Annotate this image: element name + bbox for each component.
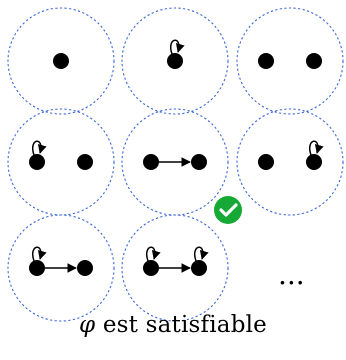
graph-cell [7, 108, 115, 216]
self-loop-1 [308, 140, 324, 156]
self-loop-0 [169, 39, 185, 55]
caption: φ est satisfiable [0, 312, 346, 338]
caption-symbol: φ [79, 312, 96, 338]
self-loop-0 [145, 246, 161, 262]
graph-cell [236, 108, 344, 216]
graph-cell [236, 7, 344, 115]
graph-cell [121, 7, 229, 115]
cell-boundary [236, 7, 344, 115]
graph-cell [7, 7, 115, 115]
graph-node-1 [306, 53, 322, 69]
cell-boundary [121, 7, 229, 115]
graph-cell [7, 214, 115, 322]
ellipsis: ... [278, 258, 305, 291]
graph-node-1 [191, 154, 207, 170]
graph-node-0 [143, 260, 159, 276]
check-mark-glyph [219, 203, 238, 217]
graph-node-0 [29, 154, 45, 170]
graph-cell [121, 108, 242, 224]
self-loop-0 [31, 140, 47, 156]
graph-cell [121, 214, 229, 322]
graph-node-1 [77, 260, 93, 276]
cell-boundary [236, 108, 344, 216]
self-loop-0 [31, 246, 47, 262]
graph-node-1 [77, 154, 93, 170]
cell-boundary [121, 214, 229, 322]
graph-node-1 [191, 260, 207, 276]
graph-node-0 [258, 154, 274, 170]
cell-boundary [7, 108, 115, 216]
caption-text: est satisfiable [102, 312, 267, 338]
check-circle-icon [214, 196, 242, 224]
graph-node-0 [167, 53, 183, 69]
cell-boundary [7, 7, 115, 115]
self-loop-1 [193, 246, 209, 262]
graph-node-0 [53, 53, 69, 69]
graph-node-0 [143, 154, 159, 170]
graph-node-0 [258, 53, 274, 69]
graph-node-0 [29, 260, 45, 276]
cell-boundary [7, 214, 115, 322]
graph-node-1 [306, 154, 322, 170]
